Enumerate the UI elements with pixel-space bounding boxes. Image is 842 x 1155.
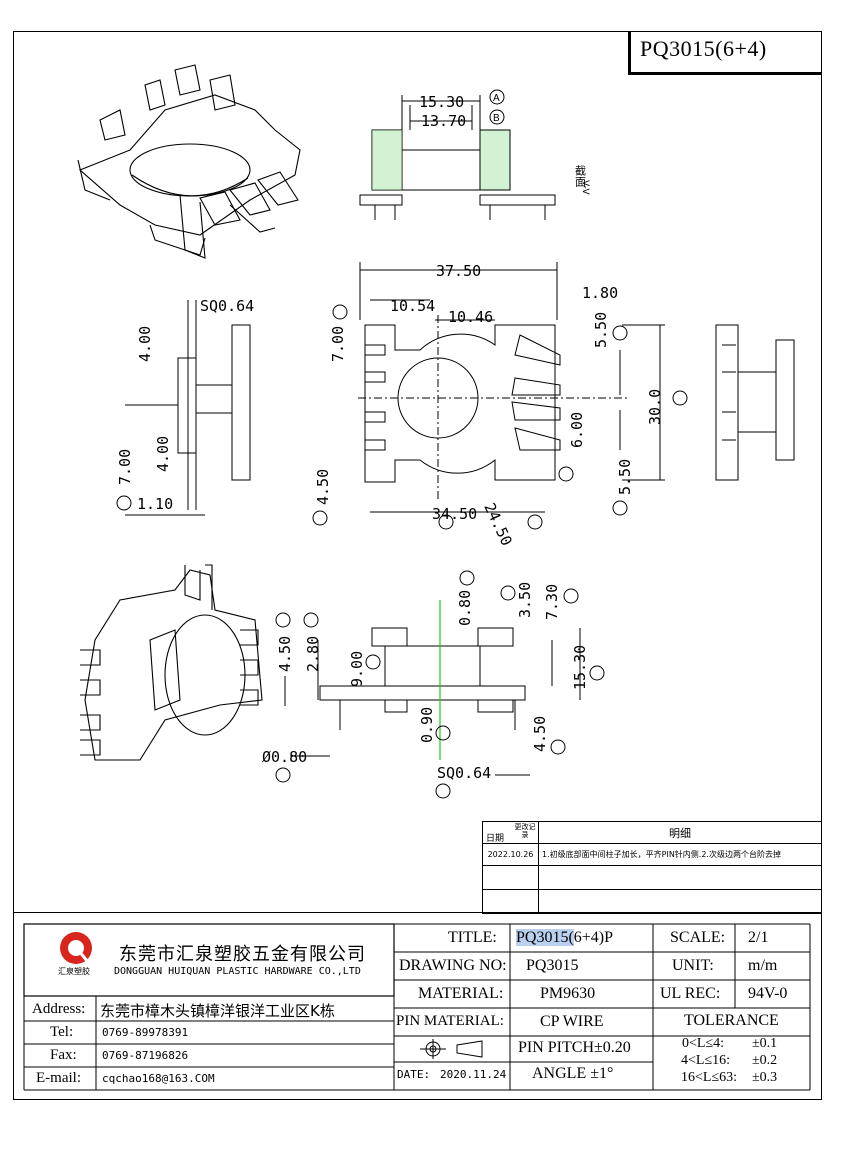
front-view: [116, 262, 688, 530]
dim-pin-F: 1.80: [582, 284, 618, 302]
dim-U: 4.50: [531, 716, 549, 752]
address-label: Address:: [32, 1001, 86, 1017]
tol-range-1: 0<L≤4:: [682, 1036, 725, 1051]
material-value: PM9630: [540, 985, 596, 1002]
scale-value: 2/1: [748, 929, 769, 946]
dim-V: SQ0.64: [437, 764, 491, 782]
date-value: 2020.11.24: [440, 1068, 507, 1081]
rev-col-record: 更改记录: [514, 823, 536, 839]
part-number-box-shadow-left: [628, 31, 631, 75]
title-value-highlighted: PQ3015(: [516, 929, 574, 946]
right-side-view: [715, 324, 795, 481]
tol-value-2: ±0.2: [752, 1053, 778, 1068]
title-value-rest: 6+4)P: [573, 929, 614, 946]
dim-E: 7.00: [329, 326, 347, 362]
rev-empty-cell: [538, 889, 822, 914]
part-number-box-shadow: [628, 72, 821, 75]
part-number-title: PQ3015(6+4): [640, 36, 767, 61]
section-marker: V-V: [580, 180, 590, 195]
dim-S: 7.30: [543, 584, 561, 620]
dim-left-c: 1.10: [137, 495, 173, 513]
address-value: 东莞市樟木头镇樟洋银洋工业区K栋: [100, 1002, 335, 1020]
dim-sq-pin: SQ0.64: [200, 297, 254, 315]
dim-P: 0.80: [456, 590, 474, 626]
dim-w2: 10.46: [448, 308, 493, 326]
dim-W: Ø0.80: [262, 748, 307, 766]
pin-material-label: PIN MATERIAL:: [396, 1013, 504, 1029]
dim-D: 4.50: [314, 469, 332, 505]
dim-Q: 0.90: [418, 707, 436, 743]
dim-pitch-top: 4.00: [136, 326, 154, 362]
date-label: DATE:: [397, 1068, 431, 1081]
bottom-side-view: [275, 570, 605, 799]
dim-A: 15.30: [419, 93, 464, 111]
svg-text:A: A: [493, 93, 500, 104]
projection-symbol: [420, 1039, 483, 1059]
drawing-sheet-border: [13, 31, 822, 1100]
dim-w1: 10.54: [390, 297, 435, 315]
title-block: [13, 912, 822, 1101]
dim-O: 9.00: [348, 651, 366, 687]
dim-X: 4.50: [276, 636, 294, 672]
material-label: MATERIAL:: [418, 985, 504, 1002]
iso-view-top: [77, 64, 301, 259]
revision-table: 日期 更改记录 明细 2022.10.26 1.初级底部面中间柱子加长，平齐PI…: [482, 821, 822, 914]
email-label: E-mail:: [36, 1070, 81, 1086]
fax-value: 0769-87196826: [102, 1049, 189, 1062]
tol-range-2: 4<L≤16:: [681, 1053, 731, 1068]
title-label: TITLE:: [448, 929, 497, 946]
drawing-no-label: DRAWING NO:: [399, 957, 507, 974]
dim-pitch-bottom: 4.00: [154, 436, 172, 472]
dim-left-7: 7.00: [116, 449, 134, 485]
iso-view-bottom: [80, 564, 263, 761]
section-view: [359, 89, 556, 220]
section-label: 截面: [574, 164, 587, 187]
rev-col-date: 日期: [486, 834, 505, 844]
tolerance-label: TOLERANCE: [684, 1012, 779, 1029]
drawing-no-value: PQ3015: [526, 957, 579, 974]
dim-R: 3.50: [516, 582, 534, 618]
email-value: cqchao168@163.COM: [102, 1072, 215, 1085]
company-logo: [60, 932, 92, 964]
dim-overall-width: 37.50: [436, 262, 481, 280]
ul-rec-label: UL REC:: [660, 985, 721, 1002]
dim-K: 34.50: [432, 505, 477, 523]
title-value: PQ3015(6+4)P: [516, 929, 613, 947]
dim-G-600: 6.00: [568, 412, 586, 448]
angle-tolerance: ANGLE ±1°: [532, 1065, 614, 1082]
tol-range-3: 16<L≤63:: [681, 1070, 738, 1085]
logo-text: 汇泉塑胶: [58, 967, 90, 976]
dim-T: 15.30: [571, 645, 589, 690]
dim-height-I: 30.0: [646, 389, 664, 425]
company-name-cn: 东莞市汇泉塑胶五金有限公司: [119, 944, 366, 965]
tel-value: 0769-89978391: [102, 1026, 189, 1039]
dim-B: 13.70: [421, 112, 466, 130]
tol-value-3: ±0.3: [752, 1070, 778, 1085]
fax-label: Fax:: [50, 1047, 77, 1063]
dim-F-550: 5.50: [592, 312, 610, 348]
company-name-en: DONGGUAN HUIQUAN PLASTIC HARDWARE CO.,LT…: [114, 966, 361, 977]
dim-N: 2.80: [304, 636, 322, 672]
technical-drawing: 15.30 13.70 A B 截面 V-V 37.50 10.54 10.46…: [77, 64, 795, 799]
pin-pitch: PIN PITCH±0.20: [518, 1039, 631, 1056]
tel-label: Tel:: [50, 1024, 74, 1040]
pin-material-value: CP WIRE: [540, 1013, 604, 1030]
unit-label: UNIT:: [672, 957, 714, 974]
svg-text:B: B: [493, 113, 500, 124]
ul-rec-value: 94V-0: [748, 985, 788, 1002]
dim-H-550: 5.50: [616, 459, 634, 495]
scale-label: SCALE:: [670, 929, 726, 946]
rev-header-date-record: 日期 更改记录: [482, 821, 539, 844]
unit-value: m/m: [748, 957, 778, 974]
left-side-view: [125, 300, 251, 516]
tol-value-1: ±0.1: [752, 1036, 778, 1051]
